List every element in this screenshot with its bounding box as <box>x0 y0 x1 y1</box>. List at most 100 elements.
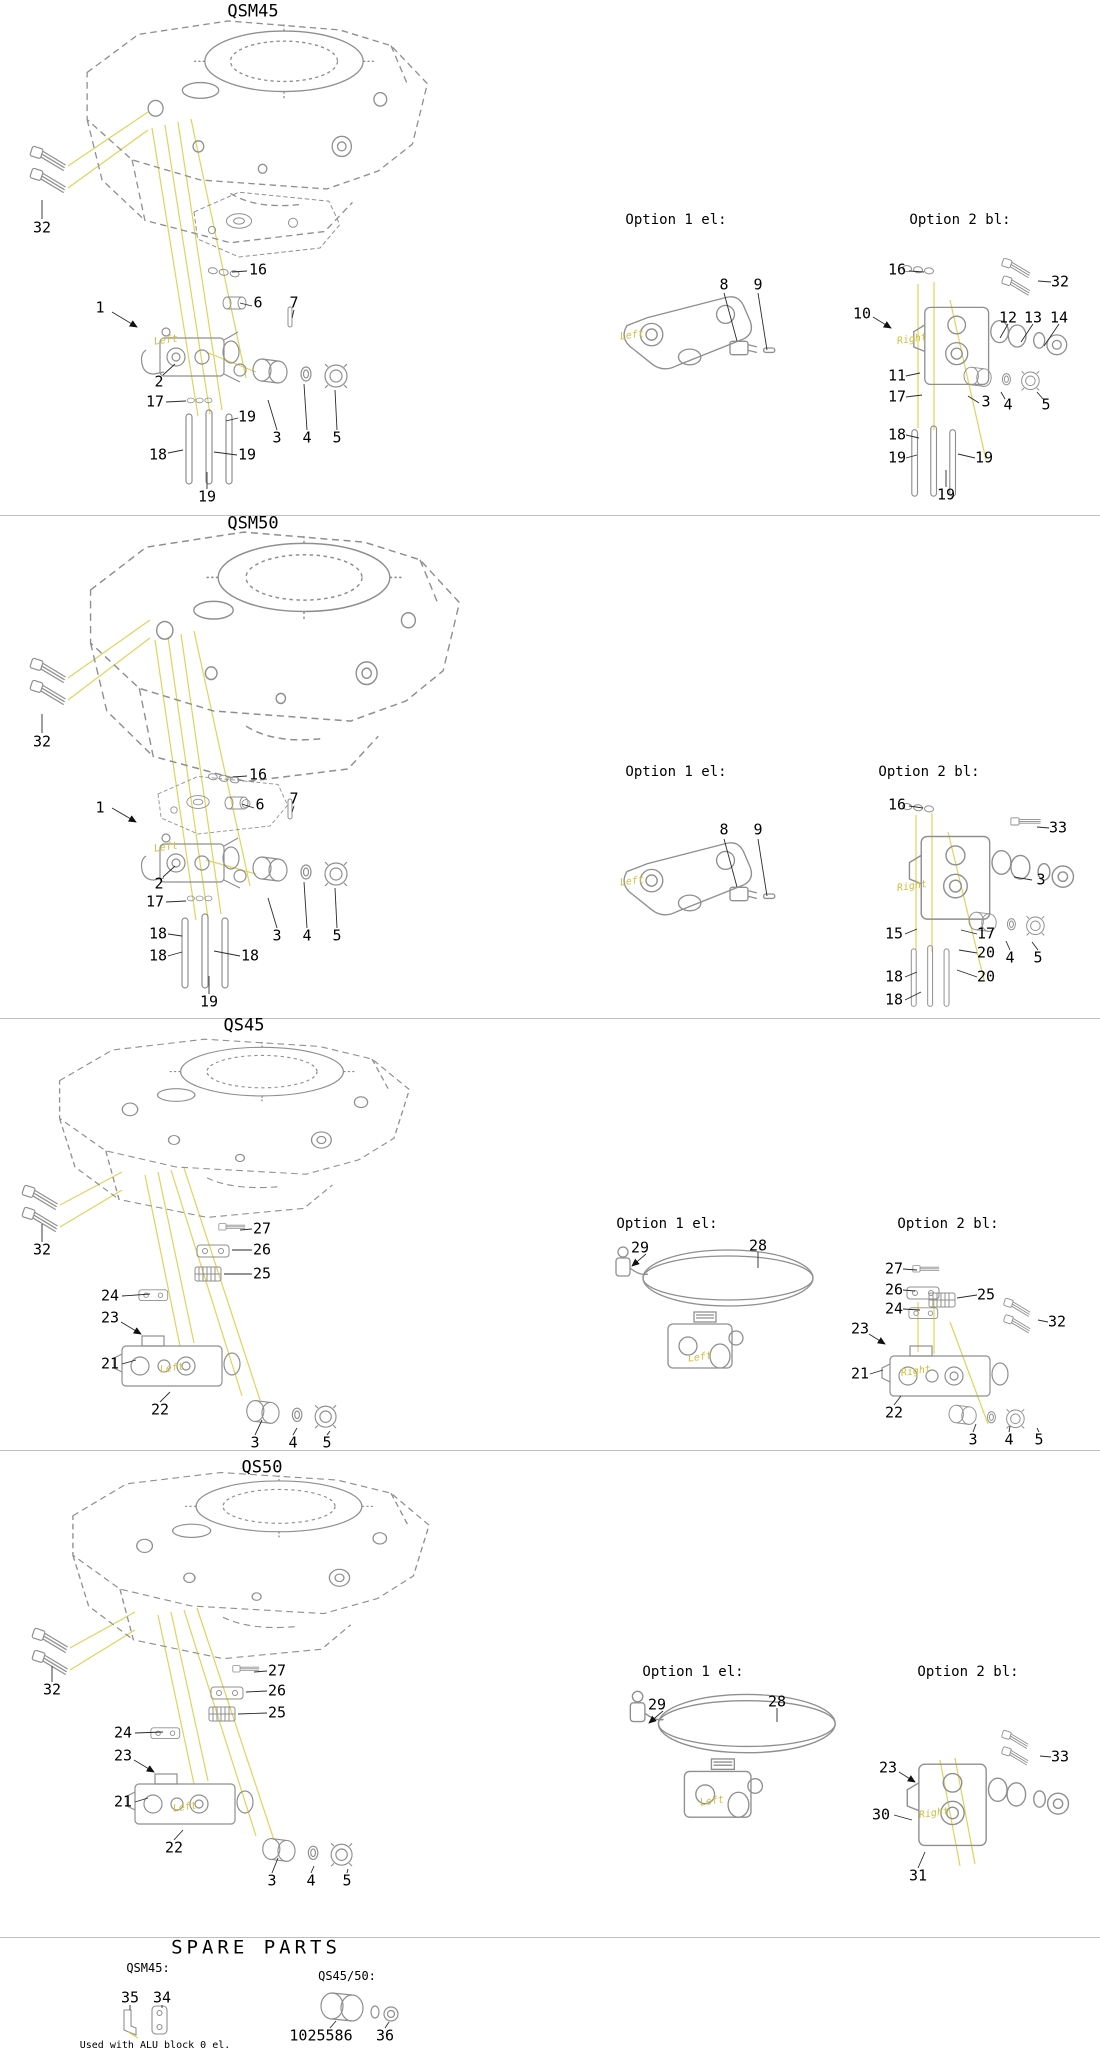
callout-number: 3 <box>272 428 282 447</box>
qsm50-option2-leaders <box>904 805 1050 1001</box>
callout-number: 4 <box>288 1433 298 1452</box>
callout-number: 1 <box>95 298 105 317</box>
callout-number: 31 <box>908 1866 928 1885</box>
qsm50-leader-lines <box>41 714 338 994</box>
qsm45-title: QSM45 <box>227 1 279 22</box>
callout-number: 2 <box>154 372 164 391</box>
qsm45-option-2-label: Option 2 bl: <box>909 212 1011 228</box>
callout-number: 14 <box>1049 308 1069 327</box>
block-side-label: Right <box>896 331 928 348</box>
spare-parts-artwork <box>123 1992 399 2039</box>
spare-cylinder-drawing <box>320 1992 399 2022</box>
callout-number: 3 <box>981 392 991 411</box>
callout-number: 24 <box>100 1286 120 1305</box>
callout-number: 4 <box>302 926 312 945</box>
callout-number: 24 <box>884 1299 904 1318</box>
qs50-bolt-path-lines <box>69 1607 275 1841</box>
block-side-label: Left <box>153 840 179 855</box>
qs45-option-2-label: Option 2 bl: <box>897 1216 999 1232</box>
spare-yellow-mark <box>127 2031 139 2039</box>
callout-number: 5 <box>342 1871 352 1890</box>
spare-group-label: QSM45: <box>126 1961 170 1975</box>
callout-number: 8 <box>719 820 729 839</box>
callout-number: 17 <box>145 892 165 911</box>
callout-number: 19 <box>237 407 257 426</box>
callout-number: 32 <box>32 1240 52 1259</box>
qsm45-option1-leaders <box>723 292 768 351</box>
qs45-title: QS45 <box>223 1015 265 1036</box>
qs50-option-2-label: Option 2 bl: <box>917 1664 1019 1680</box>
callout-number: 29 <box>647 1695 667 1714</box>
callout-number: 17 <box>976 924 996 943</box>
block-side-label: Left <box>699 1794 725 1809</box>
section-divider <box>0 1018 1100 1019</box>
section-divider <box>0 1450 1100 1451</box>
qs45-leader-lines <box>41 1224 331 1436</box>
callout-number: 26 <box>267 1681 287 1700</box>
callout-number: 16 <box>887 260 907 279</box>
callout-number: 32 <box>1050 272 1070 291</box>
qsm50-section-artwork <box>27 531 1075 1007</box>
callout-number: 34 <box>152 1988 172 2007</box>
qsm45-option2-leaders <box>872 270 1060 487</box>
callout-number: 19 <box>887 448 907 467</box>
block-side-label: Right <box>896 878 928 895</box>
callout-number: 17 <box>145 392 165 411</box>
callout-number: 5 <box>1033 948 1043 967</box>
callout-number: 3 <box>267 1871 277 1890</box>
block-side-label: Left <box>153 333 179 348</box>
callout-number: 21 <box>113 1792 133 1811</box>
callout-number: 7 <box>289 789 299 808</box>
qs50-leader-lines <box>51 1666 349 1874</box>
callout-number: 23 <box>113 1746 133 1765</box>
callout-number: 19 <box>199 992 219 1011</box>
qsm45-option2-bolt-paths <box>917 282 987 461</box>
callout-number: 19 <box>974 448 994 467</box>
callout-number: 13 <box>1023 308 1043 327</box>
block-side-label: Right <box>918 1805 950 1822</box>
block-side-label: Left <box>619 328 645 343</box>
callout-number: 16 <box>248 765 268 784</box>
qsm50-bolt-path-lines <box>67 619 257 921</box>
callout-number: 17 <box>887 387 907 406</box>
qsm50-title: QSM50 <box>227 513 279 534</box>
qsm50-option-1-label: Option 1 el: <box>625 764 727 780</box>
callout-number: 18 <box>887 425 907 444</box>
callout-number: 18 <box>884 967 904 986</box>
callout-number: 30 <box>871 1805 891 1824</box>
callout-number: 8 <box>719 275 729 294</box>
callout-number: 26 <box>884 1280 904 1299</box>
callout-number: 4 <box>1003 395 1013 414</box>
section-divider <box>0 515 1100 516</box>
qs45-option1-leaders <box>631 1252 759 1268</box>
callout-number: 3 <box>968 1430 978 1449</box>
callout-number: 16 <box>887 795 907 814</box>
callout-number: 33 <box>1048 818 1068 837</box>
callout-number: 5 <box>322 1433 332 1452</box>
callout-number: 18 <box>240 946 260 965</box>
callout-number: 27 <box>252 1219 272 1238</box>
callout-number: 9 <box>753 820 763 839</box>
callout-number: 4 <box>1004 1430 1014 1449</box>
callout-number: 4 <box>1005 948 1015 967</box>
callout-number: 7 <box>289 293 299 312</box>
callout-number: 26 <box>252 1240 272 1259</box>
callout-number: 18 <box>148 445 168 464</box>
callout-number: 20 <box>976 943 996 962</box>
callout-number: 10 <box>852 304 872 323</box>
callout-number: 5 <box>332 926 342 945</box>
spare-group-label: QS45/50: <box>318 1969 376 1983</box>
qs45-bolt-path-lines <box>59 1167 261 1401</box>
callout-number: 18 <box>884 990 904 1009</box>
qs45-option2-bolt-paths <box>917 1300 989 1425</box>
callout-number: 18 <box>148 946 168 965</box>
qsm45-option-1-label: Option 1 el: <box>625 212 727 228</box>
block-side-label: Right <box>900 1363 932 1380</box>
spare-plate-34-drawing <box>151 2005 168 2035</box>
callout-number: 29 <box>630 1238 650 1257</box>
section-divider <box>0 1937 1100 1938</box>
